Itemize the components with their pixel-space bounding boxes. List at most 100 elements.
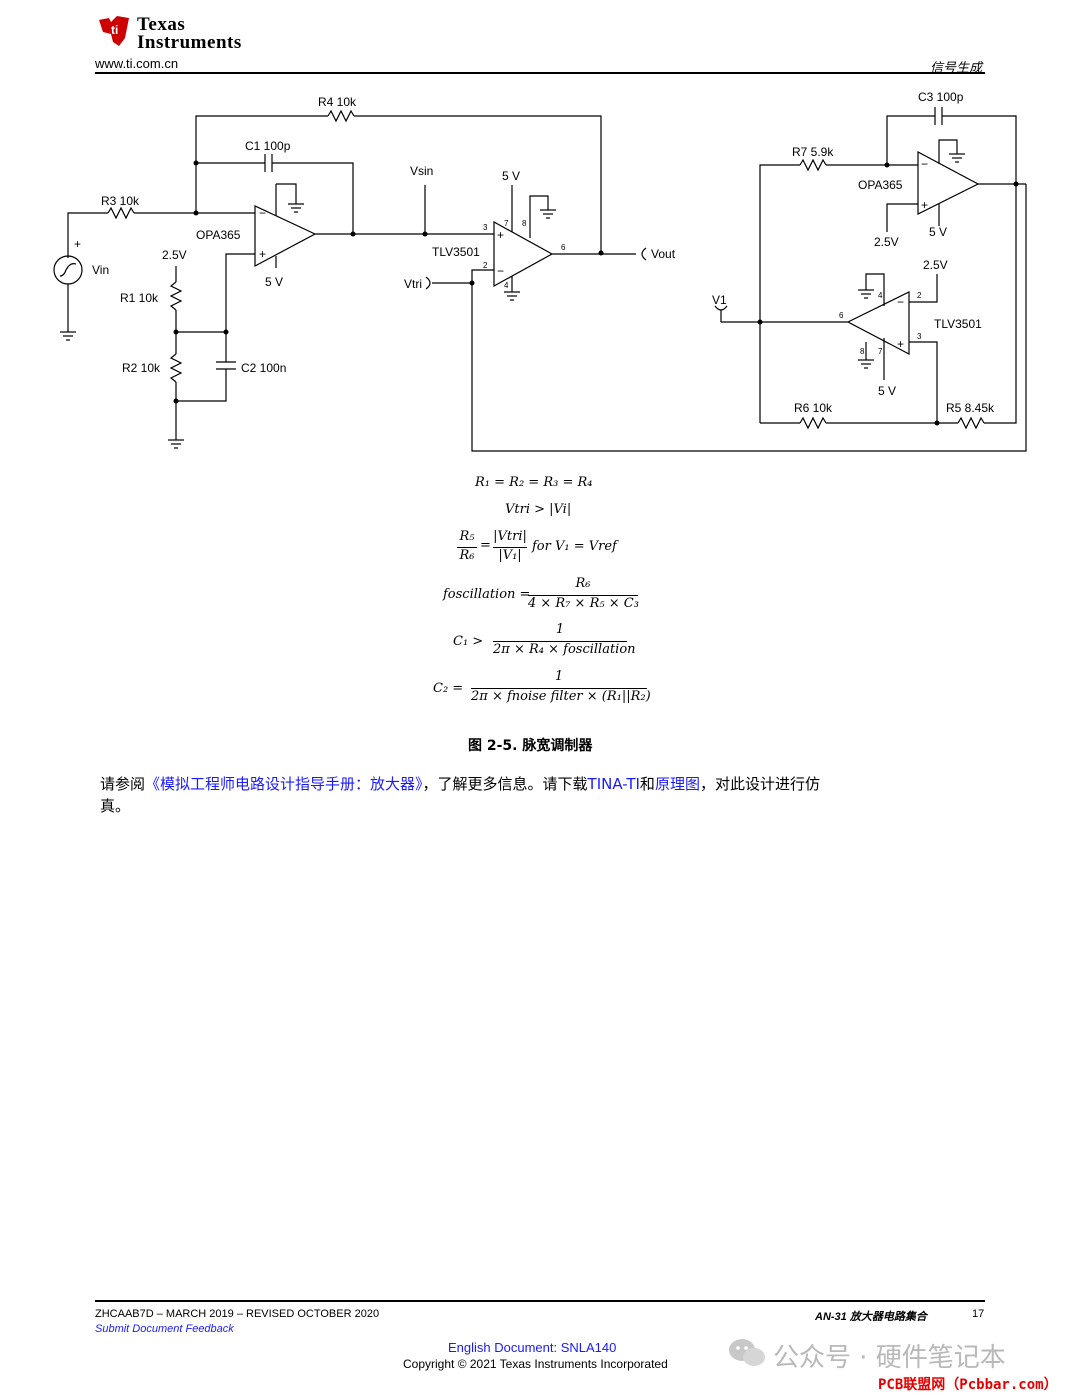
footer-rule: [95, 1300, 985, 1302]
text-more-info: ，了解更多信息。请下载: [422, 775, 588, 793]
pin-6a: 6: [561, 243, 566, 252]
pin-2a: 2: [483, 261, 488, 270]
v25-label-b: 2.5V: [874, 235, 899, 249]
opa1-plus: +: [259, 247, 266, 261]
v1-label: V1: [712, 293, 727, 307]
r6-label: R6 10k: [794, 401, 833, 415]
eq3-equals: =: [480, 538, 491, 553]
r4-label: R4 10k: [318, 95, 357, 109]
eq6-den: 2π × fnoise filter × (R₁||R₂): [471, 688, 651, 704]
pcbbar-watermark: PCB联盟网（Pcbbar.com）: [878, 1377, 1058, 1393]
v5-label-a: 5 V: [502, 169, 520, 183]
vin-label: Vin: [92, 263, 109, 277]
pin-2b: 2: [917, 291, 922, 300]
doc-title: AN-31 放大器电路集合: [815, 1311, 927, 1323]
feedback-link[interactable]: Submit Document Feedback: [95, 1323, 234, 1335]
tlv1-minus: −: [497, 264, 504, 278]
eq3-den2: |V₁|: [493, 547, 527, 563]
r1-label: R1 10k: [120, 291, 159, 305]
eq3-tail: for V₁ = Vref: [532, 539, 617, 554]
handbook-link[interactable]: 《模拟工程师电路设计指导手册：放大器》: [145, 775, 423, 793]
vout-label: Vout: [651, 247, 676, 261]
pin-6b: 6: [839, 311, 844, 320]
tlv1-plus: +: [497, 228, 504, 242]
tina-ti-link[interactable]: TINA-TI: [587, 775, 640, 793]
equation-6: C₂ = 1 2π × fnoise filter × (R₁||R₂): [433, 669, 663, 709]
equation-5: C₁ > 1 2π × R₄ × foscillation: [453, 622, 653, 662]
paragraph-line-2: 真。: [100, 797, 131, 815]
logo-text-1: Texas: [137, 14, 186, 35]
tlv2-minus: −: [897, 295, 904, 309]
caption-prefix: 图: [468, 738, 482, 754]
opa2-minus: −: [921, 157, 928, 171]
tlv2-plus: +: [897, 337, 904, 351]
ti-logo[interactable]: ti Texas Instruments: [95, 12, 275, 56]
c2-label: C2 100n: [241, 361, 286, 375]
eq3-num1: R₅: [459, 529, 475, 544]
equation-4: foscillation = R₆ 4 × R₇ × R₅ × C₃: [443, 576, 663, 616]
equation-3: R₅ R₆ = |Vtri| |V₁| for V₁ = Vref: [457, 529, 657, 569]
site-url[interactable]: www.ti.com.cn: [95, 56, 179, 71]
pin-7b: 7: [878, 347, 883, 356]
c3-label: C3 100p: [918, 90, 964, 104]
eq5-lhs: C₁ >: [453, 634, 484, 649]
ti-logo-icon: ti: [99, 16, 129, 46]
caption-title: 脉宽调制器: [522, 738, 593, 754]
tlv2-label: TLV3501: [934, 317, 982, 331]
pin-3a: 3: [483, 223, 488, 232]
schematic-link[interactable]: 原理图: [654, 775, 700, 793]
vtri-label: Vtri: [404, 277, 422, 291]
eq6-num: 1: [554, 669, 564, 684]
eq5-num: 1: [555, 622, 565, 637]
vsin-label: Vsin: [410, 164, 433, 178]
logo-text-2: Instruments: [137, 32, 242, 53]
page-number: 17: [972, 1308, 985, 1320]
text-and: 和: [639, 775, 655, 793]
c1-label: C1 100p: [245, 139, 291, 153]
opa1-label: OPA365: [196, 228, 241, 242]
paragraph-line-1: 请参阅《模拟工程师电路设计指导手册：放大器》，了解更多信息。请下载TINA-TI…: [100, 773, 980, 795]
v25-label-c: 2.5V: [923, 258, 948, 272]
v25-label-a: 2.5V: [162, 248, 187, 262]
wechat-icon: [729, 1339, 765, 1366]
figure-caption: 图 2-5. 脉宽调制器: [468, 735, 592, 755]
text-simulate: ，对此设计进行仿: [699, 775, 820, 793]
r5-label: R5 8.45k: [946, 401, 995, 415]
r2-label: R2 10k: [122, 361, 161, 375]
pin-8a: 8: [522, 219, 527, 228]
opa1-minus: −: [259, 206, 266, 220]
vin-plus: +: [74, 237, 81, 251]
eq3-num2: |Vtri|: [493, 529, 527, 544]
pwm-schematic: − + + − − + − + 3 2 6 7 8 4 2 3 6 4 7 8 …: [53, 90, 1027, 452]
opa2-label: OPA365: [858, 178, 903, 192]
pin-3b: 3: [917, 332, 922, 341]
r7-label: R7 5.9k: [792, 145, 834, 159]
header-rule: [95, 72, 985, 74]
eq5-den: 2π × R₄ × foscillation: [493, 641, 636, 657]
doc-id: ZHCAAB7D – MARCH 2019 – REVISED OCTOBER …: [95, 1308, 380, 1320]
copyright: Copyright © 2021 Texas Instruments Incor…: [403, 1357, 668, 1371]
eq3-den1: R₆: [457, 547, 477, 563]
eq4-lhs: foscillation =: [443, 587, 531, 602]
opa2-plus: +: [921, 198, 928, 212]
english-doc-link[interactable]: English Document: SNLA140: [448, 1340, 617, 1355]
pin-4a: 4: [504, 281, 509, 290]
v5-label-b: 5 V: [265, 275, 283, 289]
text-ref-intro: 请参阅: [100, 775, 146, 793]
pin-8b: 8: [860, 347, 865, 356]
svg-text:ti: ti: [111, 23, 118, 37]
equation-1: R₁ = R₂ = R₃ = R₄: [475, 475, 593, 490]
v5-label-c: 5 V: [929, 225, 947, 239]
r3-label: R3 10k: [101, 194, 140, 208]
eq6-lhs: C₂ =: [433, 681, 464, 696]
v5-label-d: 5 V: [878, 384, 896, 398]
caption-number: 2-5.: [486, 738, 518, 754]
tlv1-label: TLV3501: [432, 245, 480, 259]
pin-7a: 7: [504, 219, 509, 228]
equation-2: Vtri > |Vi|: [505, 502, 572, 517]
eq4-den: 4 × R₇ × R₅ × C₃: [528, 595, 639, 611]
body-paragraph: 请参阅《模拟工程师电路设计指导手册：放大器》，了解更多信息。请下载TINA-TI…: [100, 773, 980, 817]
pin-4b: 4: [878, 291, 883, 300]
watermark-text: 公众号 · 硬件笔记本: [773, 1343, 1006, 1373]
eq4-num: R₆: [575, 576, 591, 591]
